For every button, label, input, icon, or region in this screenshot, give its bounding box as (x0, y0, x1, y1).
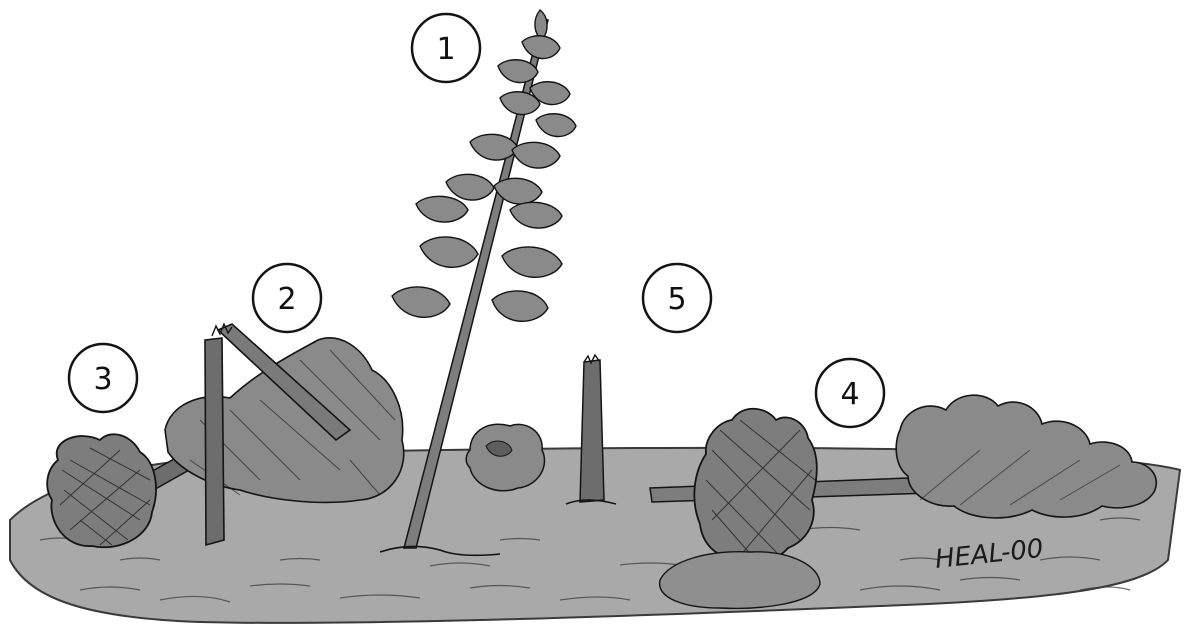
callout-2: 2 (253, 264, 321, 332)
callout-3: 3 (69, 344, 137, 412)
callout-2-label: 2 (277, 282, 296, 317)
callout-4-label: 4 (840, 377, 859, 412)
callout-1-label: 1 (436, 32, 455, 67)
fallen-crown-right (896, 395, 1156, 518)
callout-3-label: 3 (93, 362, 112, 397)
root-ball-left (47, 434, 156, 547)
callout-4: 4 (816, 359, 884, 427)
callout-1: 1 (412, 14, 480, 82)
center-shrub (466, 424, 544, 491)
snapped-trunk-upright (205, 338, 224, 545)
callout-5-label: 5 (667, 282, 686, 317)
callout-5: 5 (643, 264, 711, 332)
